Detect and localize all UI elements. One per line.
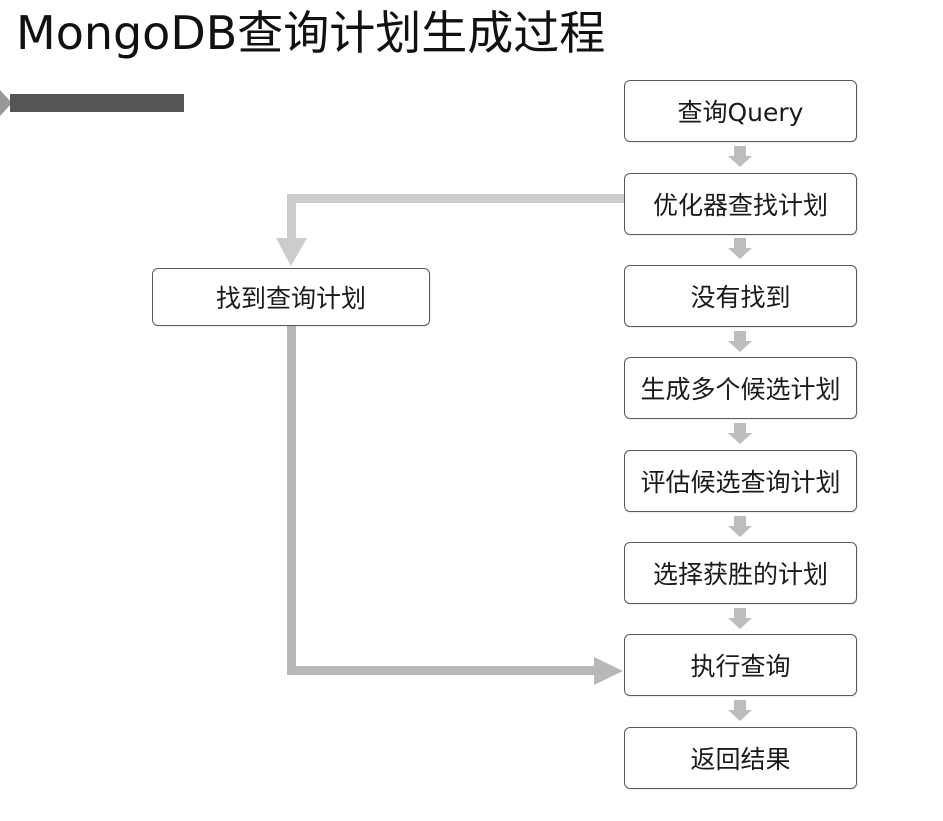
down-arrow-7 [728, 700, 752, 721]
node-query: 查询Query [624, 80, 857, 142]
down-arrow-5 [728, 516, 752, 537]
title-accent-bar [10, 94, 184, 112]
down-arrow-2 [728, 238, 752, 259]
node-not-found: 没有找到 [624, 265, 857, 327]
node-found-plan: 找到查询计划 [152, 268, 430, 326]
node-evaluate-candidates: 评估候选查询计划 [624, 450, 857, 512]
down-arrow-4 [728, 423, 752, 444]
node-execute-query: 执行查询 [624, 634, 857, 696]
title-accent-tip [0, 90, 12, 116]
page-title: MongoDB查询计划生成过程 [16, 6, 606, 60]
node-generate-candidates: 生成多个候选计划 [624, 357, 857, 419]
node-return-result: 返回结果 [624, 727, 857, 789]
execute-branch-arrow [287, 326, 623, 685]
node-optimizer-find-plan: 优化器查找计划 [624, 173, 857, 235]
down-arrow-3 [728, 331, 752, 352]
node-select-winning-plan: 选择获胜的计划 [624, 542, 857, 604]
down-arrow-6 [728, 608, 752, 629]
found-branch-arrow [276, 194, 624, 266]
down-arrow-1 [728, 146, 752, 167]
